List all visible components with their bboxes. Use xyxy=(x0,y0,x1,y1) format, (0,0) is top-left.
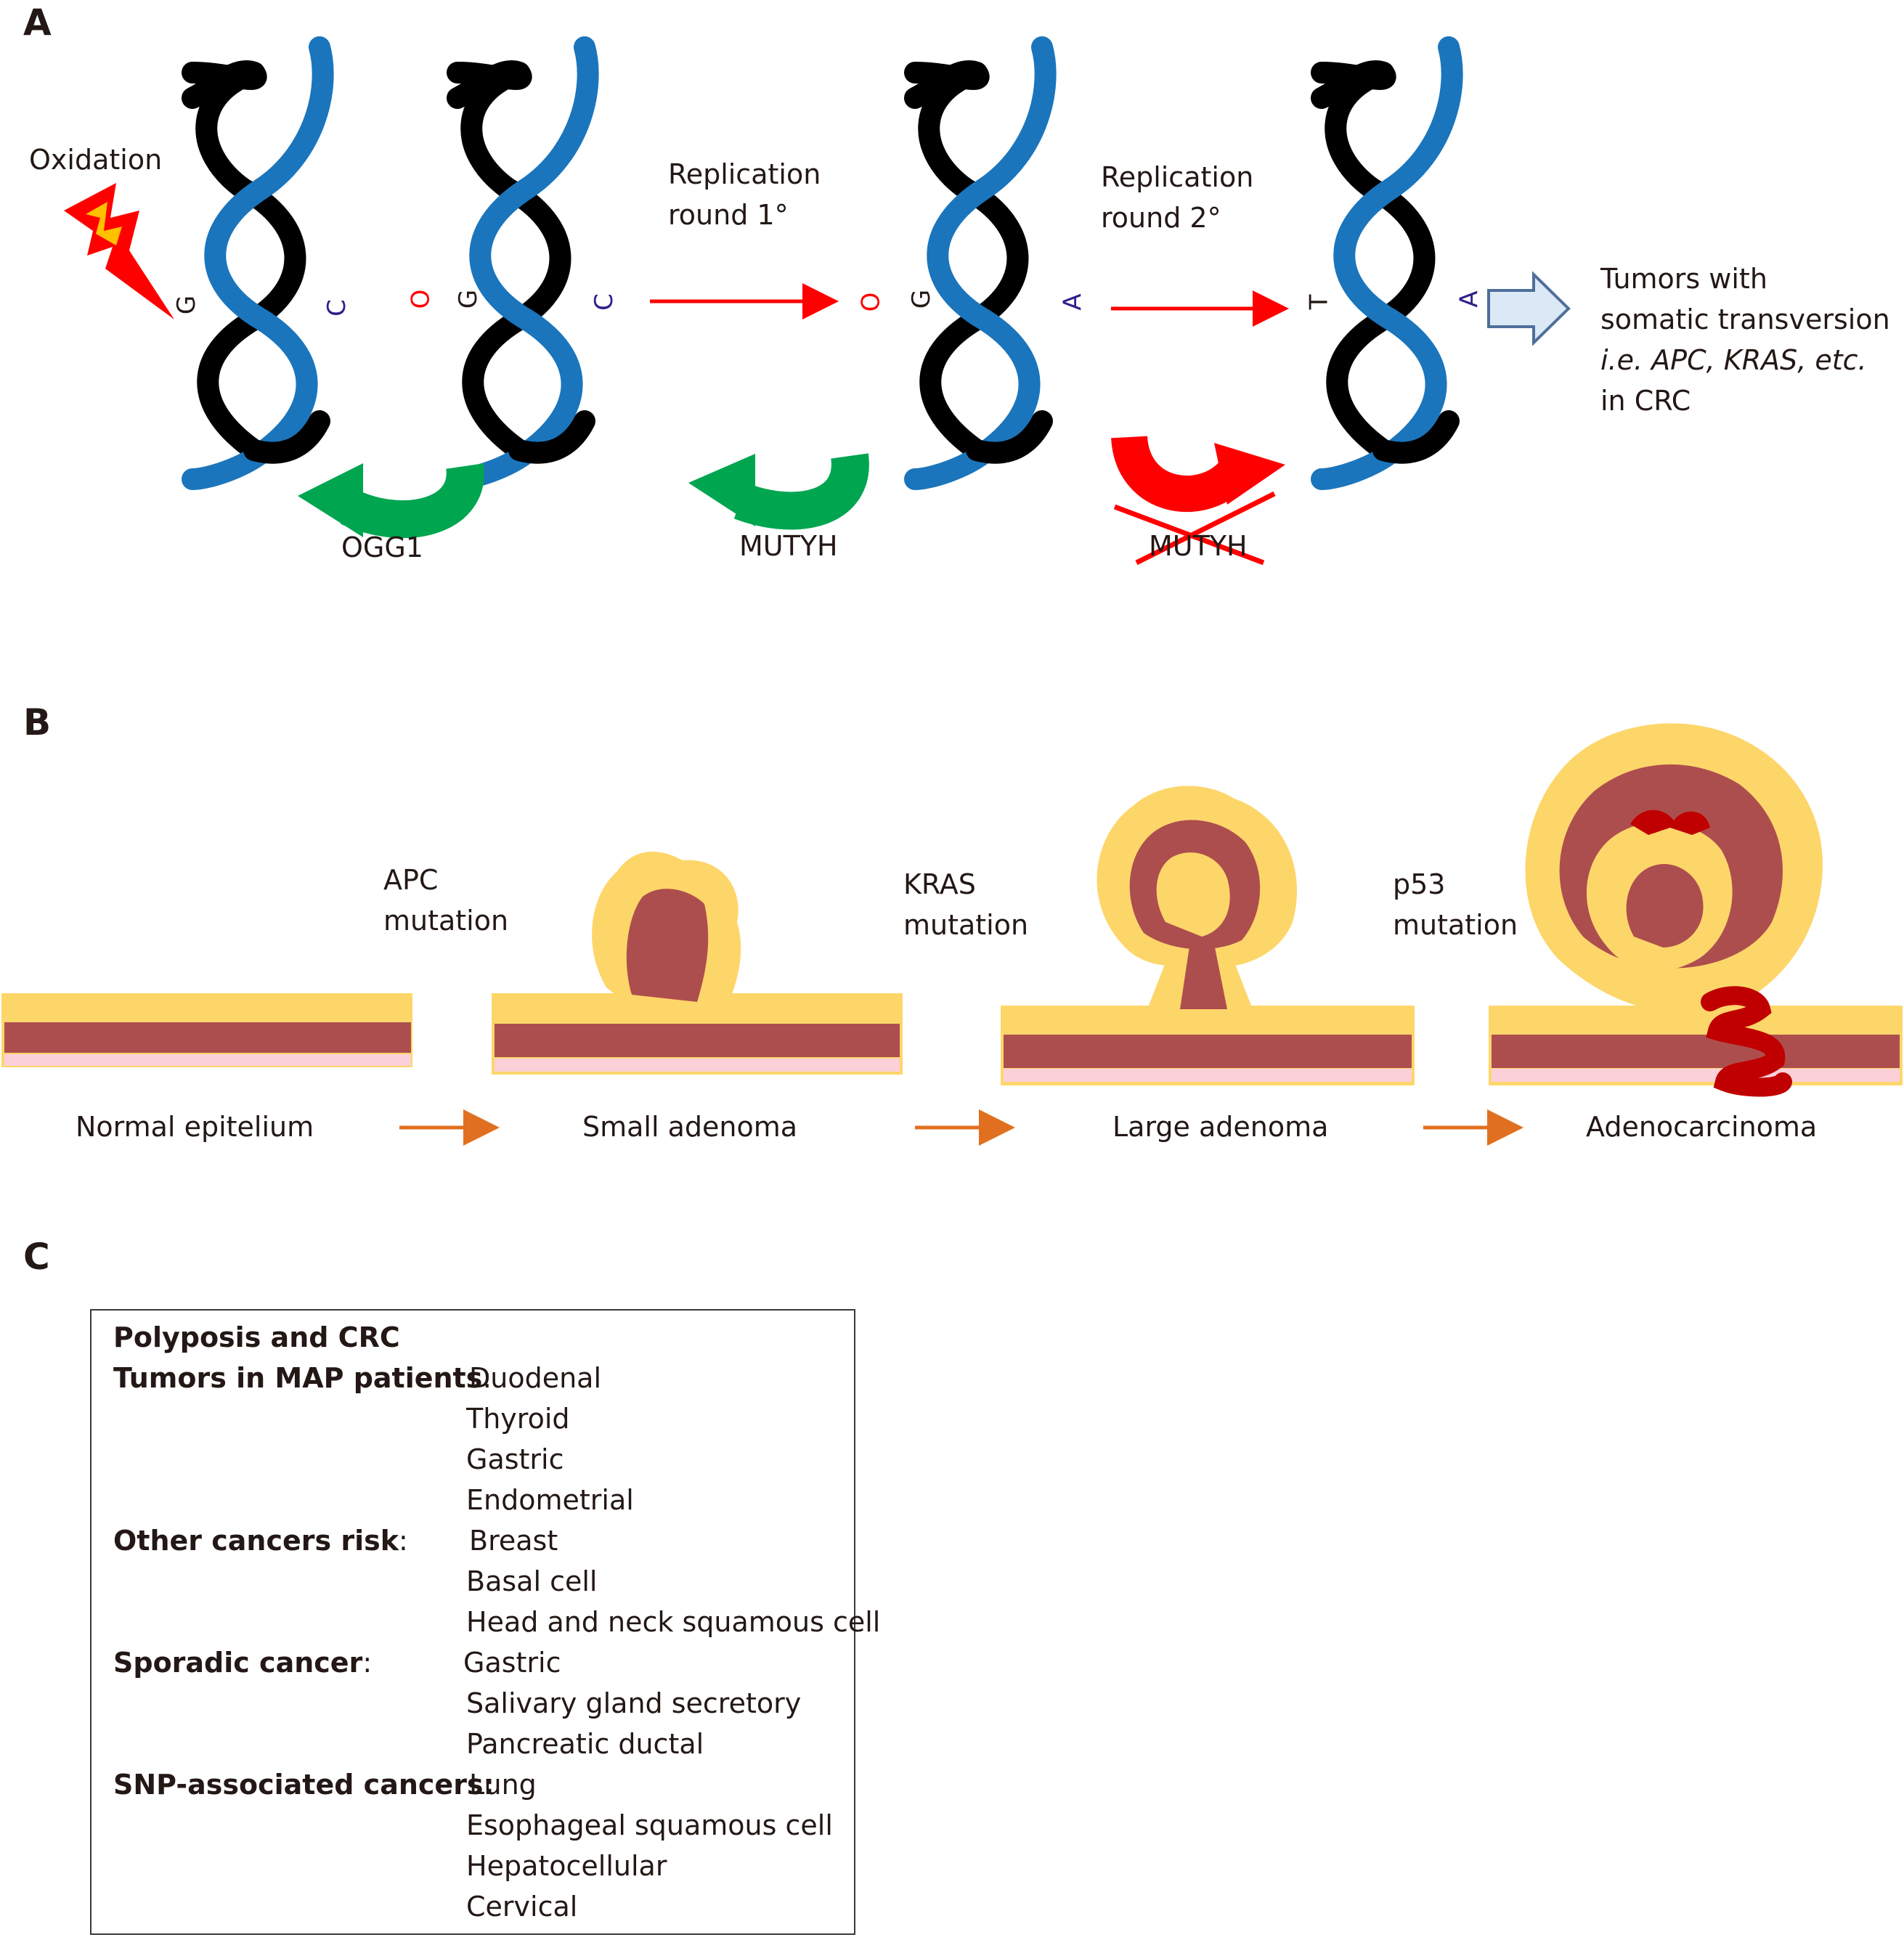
base-label: G xyxy=(454,289,484,309)
cross-out-icon xyxy=(1113,491,1276,566)
list-item: Duodenal xyxy=(469,1362,602,1394)
replication-2-label-line2: round 2° xyxy=(1101,202,1221,234)
section-separator: : xyxy=(362,1647,373,1679)
panel-label-a: A xyxy=(23,1,52,44)
kras-mutation-label-line1: KRAS xyxy=(903,868,976,900)
list-item: Salivary gland secretory xyxy=(466,1687,802,1719)
small-adenoma-drawing xyxy=(492,852,903,1075)
oxidation-label: Oxidation xyxy=(29,144,163,176)
panel-label-c: C xyxy=(23,1236,50,1278)
outcome-line4: in CRC xyxy=(1600,385,1691,417)
p53-mutation-label-line2: mutation xyxy=(1393,909,1518,941)
base-label: G xyxy=(907,289,937,309)
apc-mutation-label-line1: APC xyxy=(383,864,439,896)
ogg1-repair-arrow-icon xyxy=(298,463,484,539)
outcome-line3: i.e. APC, KRAS, etc. xyxy=(1600,344,1867,376)
list-item: Gastric xyxy=(463,1647,561,1679)
list-item: Cervical xyxy=(466,1891,578,1923)
large-adenoma-drawing xyxy=(1001,786,1415,1085)
base-label: A xyxy=(1058,293,1088,311)
section-heading: Tumors in MAP patients xyxy=(113,1362,483,1394)
base-label-oxo: O xyxy=(406,289,436,309)
mutyh-label: MUTYH xyxy=(739,530,838,562)
lightning-icon xyxy=(64,183,174,319)
list-item: Pancreatic ductal xyxy=(466,1728,704,1760)
list-item: Endometrial xyxy=(466,1484,634,1516)
section-heading: Sporadic cancer xyxy=(113,1647,363,1679)
p53-mutation-label-line1: p53 xyxy=(1393,868,1446,900)
ogg1-label: OGG1 xyxy=(341,531,423,563)
section-heading-row: SNP-associated cancers: xyxy=(113,1764,495,1805)
replication-1-label-line1: Replication xyxy=(668,158,821,190)
stage-label: Large adenoma xyxy=(1112,1111,1329,1143)
list-item: Thyroid xyxy=(466,1403,570,1435)
list-item: Breast xyxy=(469,1525,558,1557)
tumor-list-box xyxy=(90,1309,855,1935)
section-separator: : xyxy=(399,1525,408,1557)
dna-helix-1 xyxy=(192,47,323,479)
base-label: G xyxy=(172,295,202,315)
replication-1-label-line2: round 1° xyxy=(668,199,789,231)
mutyh-crossed-label: MUTYH xyxy=(1149,530,1248,562)
replication-2-label-line1: Replication xyxy=(1101,161,1254,193)
outcome-line2: somatic transversion xyxy=(1600,303,1890,335)
section-heading: Other cancers risk xyxy=(113,1525,399,1557)
section-heading: SNP-associated cancers: xyxy=(113,1769,495,1801)
base-label: C xyxy=(589,293,619,311)
panel-label-b: B xyxy=(23,701,52,743)
dna-helix-4 xyxy=(1322,47,1452,479)
dna-helix-3 xyxy=(915,47,1046,479)
base-label: T xyxy=(1304,294,1334,310)
apc-mutation-label-line2: mutation xyxy=(383,905,509,937)
section-heading-row: Tumors in MAP patients: xyxy=(113,1358,492,1398)
list-item: Head and neck squamous cell xyxy=(466,1606,881,1638)
list-item: Lung xyxy=(469,1769,537,1801)
mutyh-repair-arrow-icon xyxy=(688,453,869,530)
dna-helix-2 xyxy=(457,47,588,479)
section-separator: : xyxy=(482,1362,492,1394)
stage-label: Normal epitelium xyxy=(76,1111,314,1143)
list-item: Esophageal squamous cell xyxy=(466,1809,833,1841)
list-item: Hepatocellular xyxy=(466,1850,667,1882)
outcome-arrow-icon xyxy=(1487,271,1571,346)
failed-mutyh-arrow-icon xyxy=(1111,435,1285,512)
stage-label: Small adenoma xyxy=(582,1111,798,1143)
list-item: Basal cell xyxy=(466,1565,598,1597)
section-heading-row: Other cancers risk: xyxy=(113,1520,408,1561)
adenocarcinoma-drawing xyxy=(1489,723,1903,1097)
list-item: Gastric xyxy=(466,1443,564,1475)
stage-label: Adenocarcinoma xyxy=(1586,1111,1818,1143)
base-label: A xyxy=(1455,290,1484,308)
base-label-oxo: O xyxy=(856,292,886,312)
section-heading-row: Sporadic cancer: xyxy=(113,1642,372,1683)
box-title: Polyposis and CRC xyxy=(113,1321,400,1353)
base-label: C xyxy=(322,299,351,317)
normal-epithelium-drawing xyxy=(1,993,412,1067)
kras-mutation-label-line2: mutation xyxy=(903,909,1029,941)
outcome-line1: Tumors with xyxy=(1600,263,1767,295)
